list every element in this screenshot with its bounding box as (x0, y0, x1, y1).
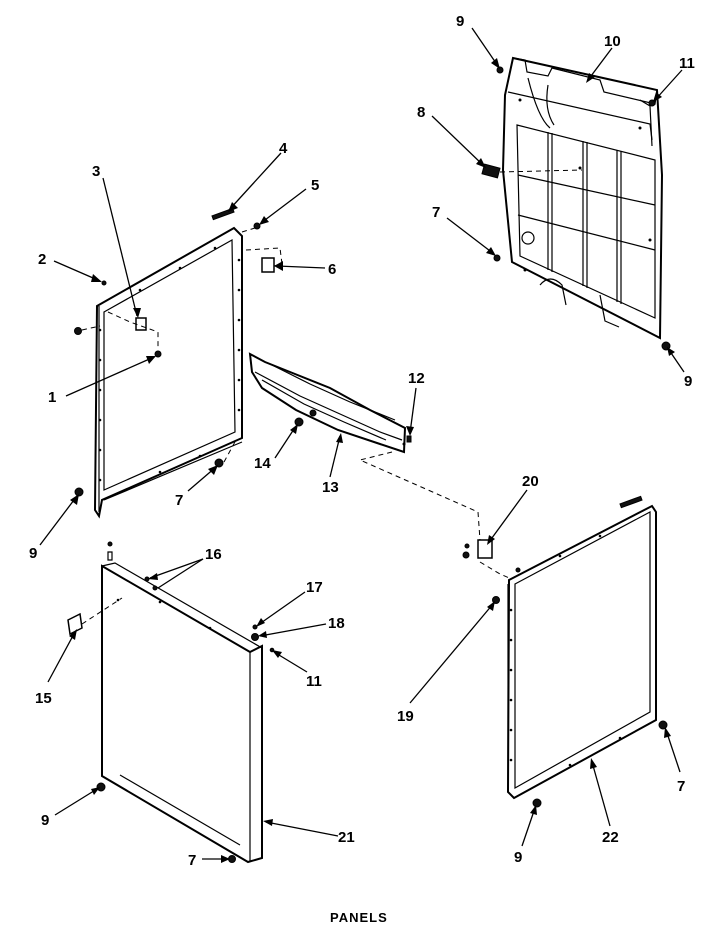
callout-5: 5 (311, 177, 319, 194)
callout-9-left-frame: 9 (29, 545, 37, 562)
callout-22: 22 (602, 829, 619, 846)
front-panel-hardware (96, 541, 275, 863)
callout-10: 10 (604, 33, 621, 50)
callout-20: 20 (522, 473, 539, 490)
callout-11-top: 11 (679, 55, 695, 72)
leader-lines (39, 27, 685, 863)
callout-16: 16 (205, 546, 222, 563)
callout-4: 4 (279, 140, 288, 157)
clip-12 (406, 435, 412, 443)
callout-1: 1 (48, 389, 56, 406)
screw-7-right (658, 720, 668, 730)
callout-9-top: 9 (456, 13, 464, 30)
callout-labels: 1 2 3 4 5 6 7 7 7 7 8 9 9 9 9 9 10 11 11… (29, 13, 695, 869)
callout-19: 19 (397, 708, 414, 725)
callout-15: 15 (35, 690, 52, 707)
callout-14: 14 (254, 455, 271, 472)
center-brace (248, 352, 407, 454)
back-panel-hardware (481, 66, 671, 351)
bracket-20 (462, 539, 515, 581)
callout-7-front-panel: 7 (188, 852, 196, 869)
callout-9-front-panel: 9 (41, 812, 49, 829)
callout-8: 8 (417, 104, 425, 121)
screw-14 (294, 417, 304, 427)
callout-12: 12 (408, 370, 425, 387)
callout-13: 13 (322, 479, 339, 496)
callout-7-right-panel: 7 (677, 778, 685, 795)
callout-6: 6 (328, 261, 336, 278)
back-panel (501, 56, 664, 340)
screw-9-right (532, 798, 542, 808)
left-side-frame (93, 226, 243, 519)
front-panel (67, 562, 263, 864)
callout-9-right-panel: 9 (514, 849, 522, 866)
callout-7-left-frame: 7 (175, 492, 183, 509)
callout-2: 2 (38, 251, 46, 268)
diagram-caption: PANELS (330, 910, 388, 925)
brace-dash-line (358, 451, 481, 541)
callout-3: 3 (92, 163, 100, 180)
callout-9-back-bottom: 9 (684, 373, 692, 390)
right-side-panel (506, 495, 657, 800)
callout-11-lower: 11 (306, 673, 322, 690)
callout-18: 18 (328, 615, 345, 632)
callout-7-back-panel: 7 (432, 204, 440, 221)
callout-17: 17 (306, 579, 323, 596)
callout-21: 21 (338, 829, 355, 846)
